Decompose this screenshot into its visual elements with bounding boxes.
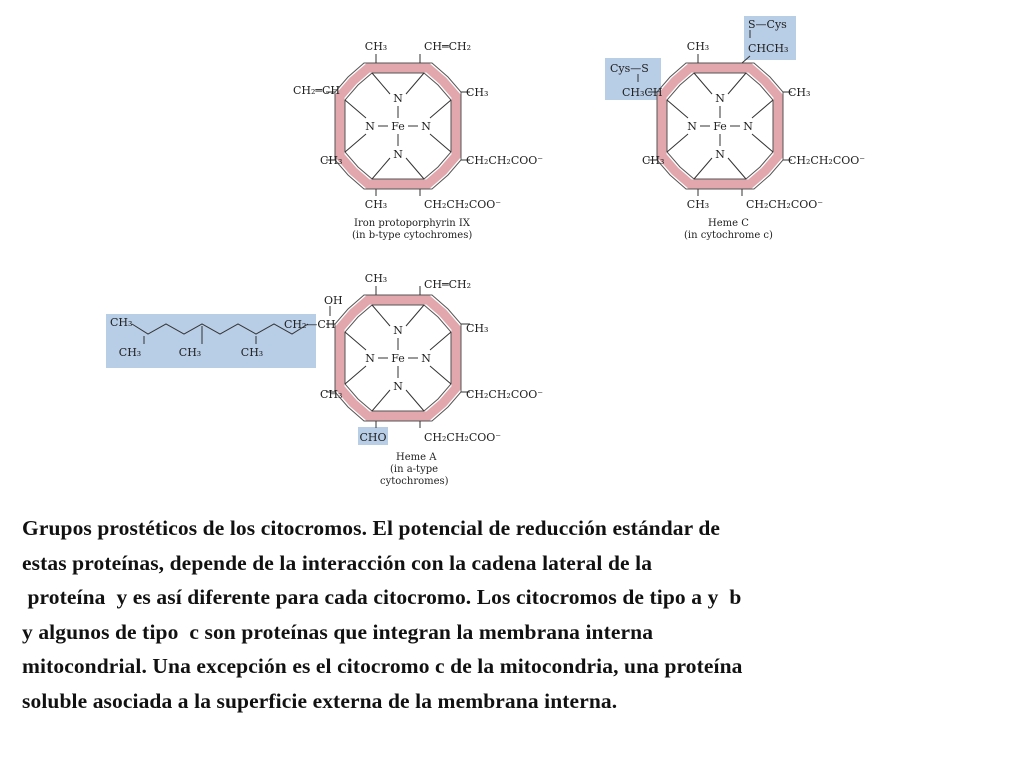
cytochrome-heme-figure: N N Fe N N CH₃ CH═CH₂ CH₂═CH CH₃ CH₃ CH₂…	[106, 16, 865, 487]
chain-methyl-label: CH₃	[179, 346, 201, 359]
subst-right-lower: CH₂CH₂COO⁻	[788, 154, 865, 167]
molecule-caption-line: (in b-type cytochromes)	[352, 230, 472, 241]
subst-left-lower: CH₃	[642, 154, 664, 167]
subst-top-right: CHCH₃	[748, 42, 788, 55]
figure-caption: Grupos prostéticos de los citocromos. El…	[22, 511, 1012, 718]
chain-methyl-label: CH₃	[241, 346, 263, 359]
caption-line: y algunos de tipo c son proteínas que in…	[22, 619, 654, 644]
n-left-label: N	[365, 120, 375, 133]
subst-left-upper-sub: Cys—S	[610, 62, 649, 75]
molecule-protoporphyrin: N N Fe N N CH₃ CH═CH₂ CH₂═CH CH₃ CH₃ CH₂…	[293, 40, 543, 241]
formyl-highlight	[358, 427, 388, 445]
n-bottom-label: N	[393, 380, 403, 393]
chain-end-label: CH₃	[110, 316, 132, 329]
isoprenoid-highlight	[106, 314, 316, 368]
n-right-label: N	[421, 352, 431, 365]
subst-left-upper: CH₂—CH	[284, 318, 335, 331]
n-bottom-label: N	[715, 148, 725, 161]
subst-top-left: CH₃	[365, 272, 387, 285]
molecule-caption-line: (in cytochrome c)	[684, 230, 773, 241]
n-bottom-label: N	[393, 148, 403, 161]
subst-right-upper: CH₃	[466, 86, 488, 99]
subst-top-right-sub: S—Cys	[748, 18, 787, 31]
cys-highlight-top	[744, 16, 796, 60]
subst-left-upper: CH₂═CH	[293, 84, 340, 97]
subst-bottom-right: CH₂CH₂COO⁻	[424, 431, 501, 444]
chain-methyl-label: CH₃	[119, 346, 141, 359]
caption-line: soluble asociada a la superficie externa…	[22, 688, 618, 713]
subst-bottom-left: CH₃	[365, 198, 387, 211]
caption-line: estas proteínas, depende de la interacci…	[22, 550, 653, 575]
molecule-caption-line: (in a-type	[390, 464, 438, 475]
n-right-label: N	[421, 120, 431, 133]
subst-top-right: CH═CH₂	[424, 278, 471, 291]
n-right-label: N	[743, 120, 753, 133]
fe-label: Fe	[713, 120, 727, 133]
subst-bottom-right: CH₂CH₂COO⁻	[424, 198, 501, 211]
n-top-label: N	[393, 92, 403, 105]
fe-label: Fe	[391, 120, 405, 133]
n-left-label: N	[687, 120, 697, 133]
molecule-caption-line: cytochromes)	[380, 476, 449, 487]
subst-top-left: CH₃	[365, 40, 387, 53]
subst-right-lower: CH₂CH₂COO⁻	[466, 154, 543, 167]
caption-line: mitocondrial. Una excepción es el citocr…	[22, 654, 743, 678]
subst-right-upper: CH₃	[788, 86, 810, 99]
cys-highlight-left	[605, 58, 661, 100]
molecule-caption-line: Heme A	[396, 452, 437, 463]
molecule-heme-c: N N Fe N N CH₃ S—Cys CHCH₃ Cys—S CH₃CH C…	[605, 16, 865, 241]
caption-line: Grupos prostéticos de los citocromos. El…	[22, 516, 721, 540]
subst-bottom-left: CH₃	[687, 198, 709, 211]
fe-label: Fe	[391, 352, 405, 365]
subst-bottom-left: CHO	[359, 431, 386, 444]
subst-top-right: CH═CH₂	[424, 40, 471, 53]
n-top-label: N	[715, 92, 725, 105]
caption-line: proteína y es así diferente para cada ci…	[22, 585, 742, 609]
subst-left-upper-sub: OH	[324, 294, 343, 307]
molecule-heme-a: N N Fe N N CH₃ CH═CH₂ OH CH₂—CH CH₃ CH₃ …	[106, 272, 543, 487]
molecule-caption-line: Heme C	[708, 218, 749, 229]
subst-right-lower: CH₂CH₂COO⁻	[466, 388, 543, 401]
subst-bottom-right: CH₂CH₂COO⁻	[746, 198, 823, 211]
subst-top-left: CH₃	[687, 40, 709, 53]
subst-left-lower: CH₃	[320, 388, 342, 401]
subst-left-lower: CH₃	[320, 154, 342, 167]
n-left-label: N	[365, 352, 375, 365]
n-top-label: N	[393, 324, 403, 337]
subst-left-upper: CH₃CH	[622, 86, 662, 99]
molecule-caption-line: Iron protoporphyrin IX	[354, 218, 471, 229]
subst-right-upper: CH₃	[466, 322, 488, 335]
